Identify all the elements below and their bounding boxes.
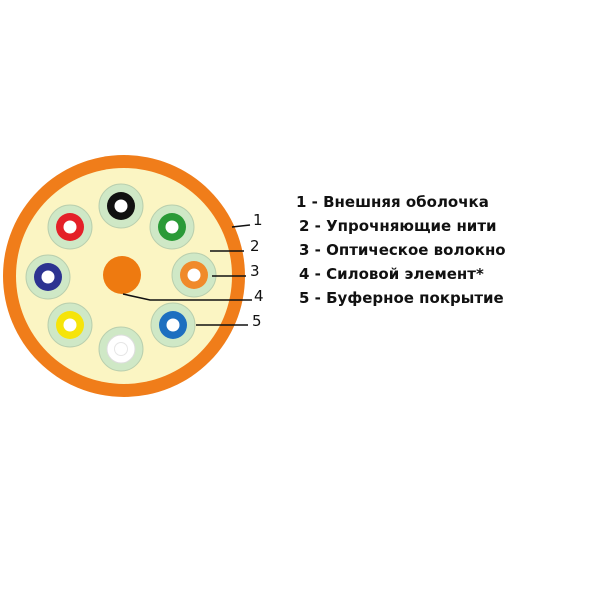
fiber-white (98, 326, 144, 372)
callout-5: 5 (252, 312, 262, 330)
fiber-yellow (47, 302, 93, 348)
legend-item-optical-fiber: 3 - Оптическое волокно (299, 241, 506, 259)
fiber-core (41, 270, 55, 284)
legend-item-buffer-coating: 5 - Буферное покрытие (299, 289, 504, 307)
fiber-black (98, 183, 144, 229)
fiber-core (165, 220, 179, 234)
leader-line-4 (122, 293, 252, 301)
fiber-green (149, 204, 195, 250)
fiber-core (63, 318, 77, 332)
fiber-core (114, 199, 128, 213)
leader-line-1 (231, 224, 251, 228)
fiber-core (114, 342, 128, 356)
fiber-core (63, 220, 77, 234)
leader-lines (122, 224, 252, 326)
callout-1: 1 (253, 211, 263, 229)
callout-3: 3 (250, 262, 260, 280)
legend-item-strength-yarn: 2 - Упрочняющие нити (299, 217, 497, 235)
fiber-violet (25, 254, 71, 300)
central-strength-member (103, 256, 141, 294)
legend-item-outer-jacket: 1 - Внешняя оболочка (296, 193, 489, 211)
legend: 1 - Внешняя оболочка 2 - Упрочняющие нит… (296, 190, 596, 310)
legend-item-strength-member: 4 - Силовой элемент* (299, 265, 484, 283)
fiber-red (47, 204, 93, 250)
callout-2: 2 (250, 237, 260, 255)
fiber-blue (150, 302, 196, 348)
fiber-orange (171, 252, 217, 298)
fiber-core (187, 268, 201, 282)
fiber-core (166, 318, 180, 332)
callout-4: 4 (254, 287, 264, 305)
